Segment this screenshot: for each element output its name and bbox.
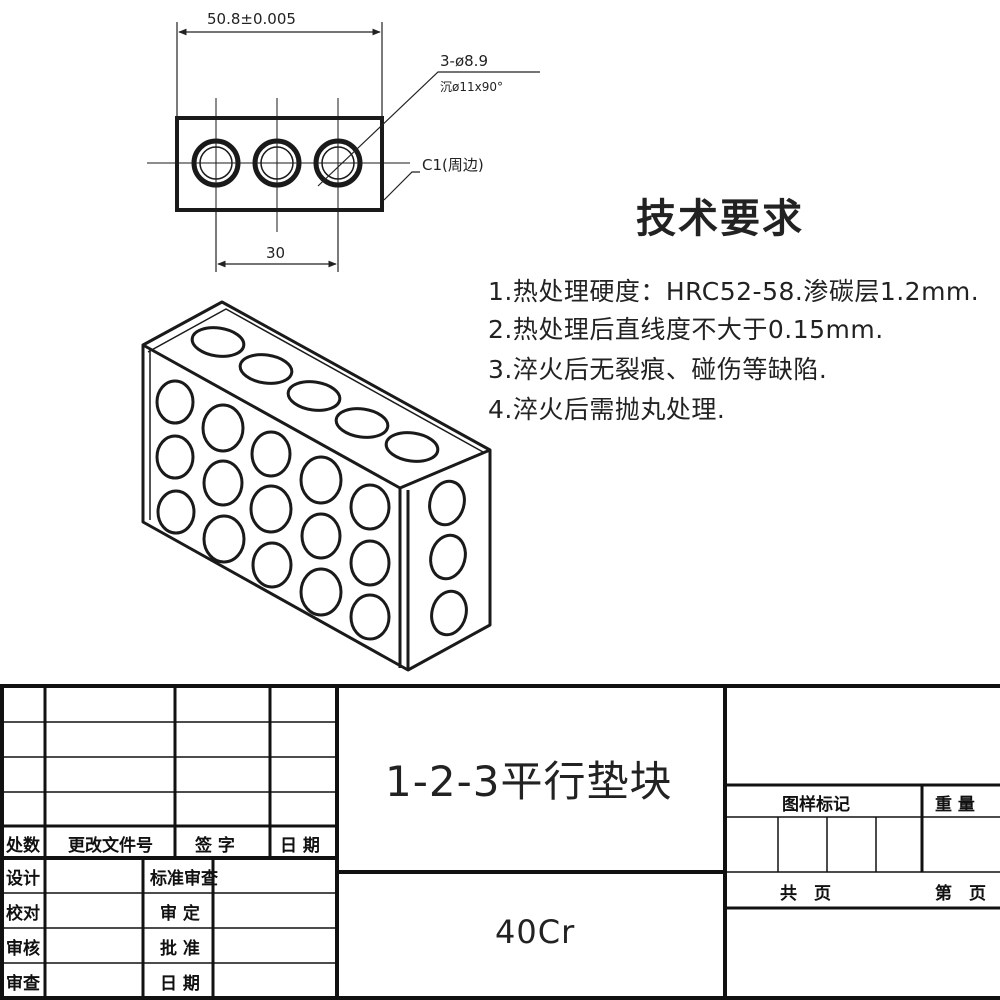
role-check: 审核 — [6, 939, 40, 959]
title-block-grid — [0, 684, 1000, 1000]
material: 40Cr — [495, 913, 576, 951]
rev-header-sign: 签 字 — [195, 836, 235, 856]
hole-3 — [313, 138, 363, 188]
top-view-outline — [175, 116, 384, 212]
rev-header-count: 处数 — [6, 836, 40, 856]
approval-approve: 批 准 — [160, 939, 200, 959]
role-design: 设计 — [6, 869, 40, 889]
tech-requirements-title: 技术要求 — [636, 196, 804, 242]
approval-standard: 标准审查 — [150, 869, 218, 889]
tech-requirement-2: 2.热处理后直线度不大于0.15mm. — [488, 315, 884, 344]
tech-requirement-1: 1.热处理硬度：HRC52-58.渗碳层1.2mm. — [488, 277, 980, 306]
approval-finalize: 审 定 — [160, 904, 200, 924]
sheet-no-label: 第 页 — [935, 884, 986, 904]
iso-top-holes — [190, 326, 440, 463]
hole-1 — [191, 138, 241, 188]
part-name: 1-2-3平行垫块 — [385, 757, 673, 806]
iso-front-holes — [155, 379, 391, 641]
role-review: 审查 — [6, 974, 40, 994]
chamfer-callout: C1(周边) — [422, 156, 484, 174]
rev-header-doc: 更改文件号 — [68, 836, 153, 856]
top-view — [147, 98, 410, 232]
weight-label: 重 量 — [935, 795, 975, 815]
dimension-lines — [176, 22, 540, 272]
tech-requirement-4: 4.淬火后需抛丸处理. — [488, 395, 726, 424]
sheets-total-label: 共 页 — [780, 884, 831, 904]
dim-overall-width: 50.8±0.005 — [207, 10, 296, 28]
hole-2 — [252, 138, 302, 188]
hole-callout-diameter: 3-ø8.9 — [440, 52, 488, 70]
tech-requirement-3: 3.淬火后无裂痕、碰伤等缺陷. — [488, 355, 828, 384]
role-proofread: 校对 — [6, 904, 40, 924]
iso-side-holes — [428, 479, 468, 637]
isometric-view — [141, 300, 492, 672]
hole-callout-counterbore: 沉ø11x90° — [440, 80, 503, 94]
dim-hole-pitch: 30 — [266, 244, 286, 262]
approval-date: 日 期 — [160, 974, 200, 994]
rev-header-date: 日 期 — [280, 836, 320, 856]
drawing-mark-label: 图样标记 — [782, 795, 850, 815]
